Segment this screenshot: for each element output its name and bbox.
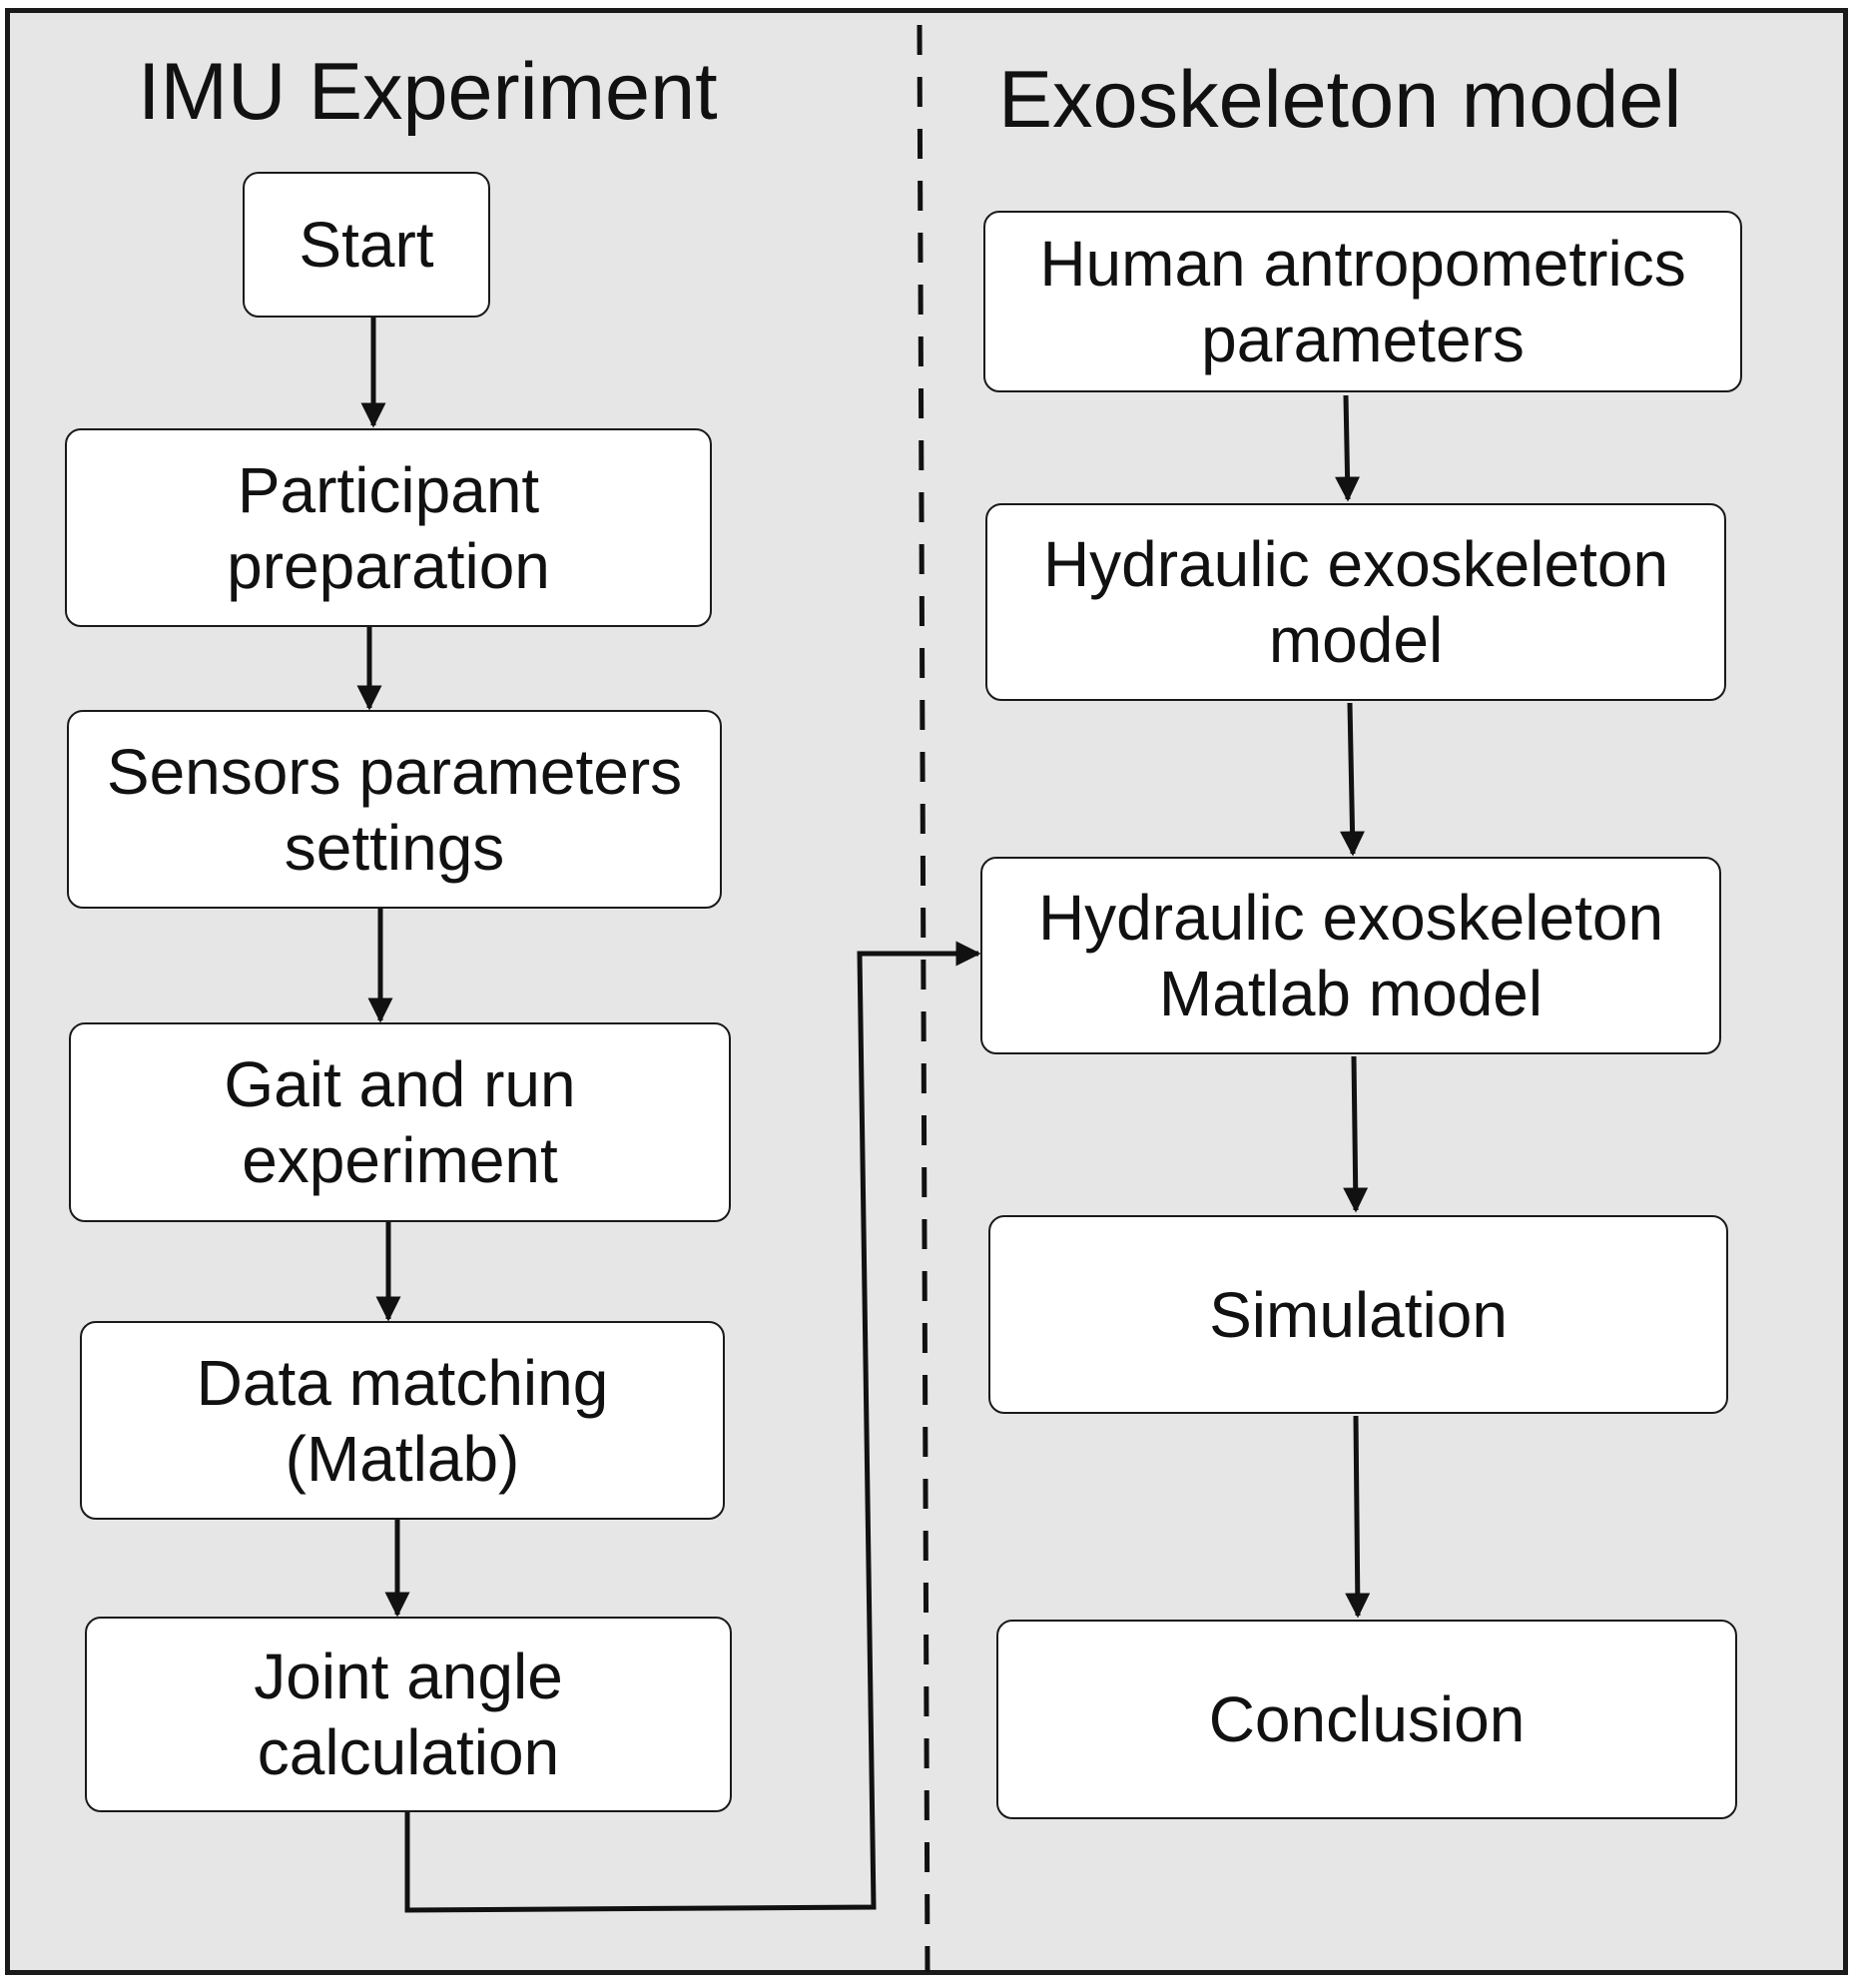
gait-and-run-experiment-line2: experiment <box>242 1124 558 1196</box>
joint-angle-calculation-line2: calculation <box>257 1716 560 1788</box>
simulation-box: Simulation <box>988 1215 1728 1414</box>
participant-preparation-box: Participant preparation <box>65 428 712 627</box>
participant-preparation-line2: preparation <box>227 529 550 602</box>
hydraulic-exoskeleton-model-line1: Hydraulic exoskeleton <box>1042 528 1669 600</box>
exoskeleton-model-title: Exoskeleton model <box>998 55 1682 145</box>
hydraulic-exoskeleton-model-box: Hydraulic exoskeleton model <box>985 503 1726 701</box>
sensors-parameters-settings-line2: settings <box>284 811 505 884</box>
data-matching-box: Data matching (Matlab) <box>80 1321 725 1520</box>
data-matching-line2: (Matlab) <box>285 1422 520 1495</box>
joint-angle-calculation-box: Joint angle calculation <box>85 1617 732 1812</box>
imu-experiment-title: IMU Experiment <box>138 47 718 137</box>
participant-preparation-line1: Participant <box>237 453 540 526</box>
conclusion-box: Conclusion <box>996 1620 1737 1819</box>
human-antropometrics-line2: parameters <box>1201 304 1525 375</box>
hydraulic-exoskeleton-model-line2: model <box>1268 604 1444 676</box>
human-antropometrics-line1: Human antropometrics <box>1039 228 1686 300</box>
conclusion-label: Conclusion <box>1208 1683 1526 1755</box>
arrow-matlab-to-simulation <box>1343 1055 1369 1213</box>
hydraulic-exoskeleton-matlab-model-box: Hydraulic exoskeleton Matlab model <box>980 857 1721 1054</box>
arrow-simulation-to-conclusion <box>1345 1415 1371 1619</box>
sensors-parameters-settings-box: Sensors parameters settings <box>67 710 722 909</box>
simulation-label: Simulation <box>1209 1278 1508 1351</box>
hydraulic-exoskeleton-matlab-model-line2: Matlab model <box>1158 958 1544 1029</box>
column-divider <box>917 24 930 1973</box>
joint-angle-calculation-line1: Joint angle <box>254 1641 563 1712</box>
arrow-joint-to-matlab-model <box>404 941 981 1913</box>
sensors-parameters-settings-line1: Sensors parameters <box>106 735 683 808</box>
data-matching-line1: Data matching <box>196 1346 609 1419</box>
hydraulic-exoskeleton-matlab-model-line1: Hydraulic exoskeleton <box>1037 882 1664 954</box>
human-antropometrics-box: Human antropometrics parameters <box>983 211 1742 392</box>
start-label: Start <box>299 209 434 281</box>
gait-and-run-experiment-box: Gait and run experiment <box>69 1022 731 1222</box>
arrow-hydraulic-to-matlab <box>1340 702 1366 857</box>
gait-and-run-experiment-line1: Gait and run <box>224 1048 576 1120</box>
arrow-antropometrics-to-hydraulic <box>1335 394 1361 502</box>
start-box: Start <box>243 172 490 318</box>
